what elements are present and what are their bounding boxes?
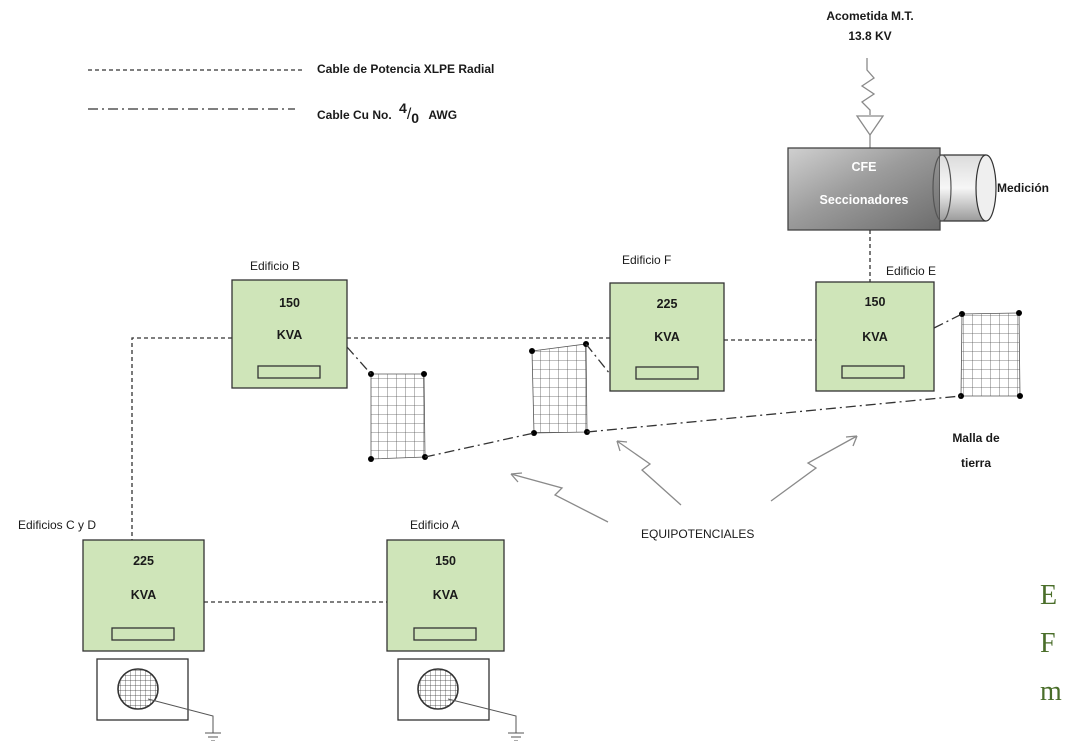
building-e-unit: KVA [862, 330, 888, 344]
ground-mesh-3 [958, 310, 1023, 399]
building-b-rating: 150 [279, 296, 300, 310]
building-f-unit: KVA [654, 330, 680, 344]
building-a-rating: 150 [435, 554, 456, 568]
building-cd-rating: 225 [133, 554, 154, 568]
incoming-supply-symbol [855, 58, 885, 148]
transformer-b [231, 279, 348, 389]
copper-gauge-numerator: 4 [399, 100, 407, 116]
copper-gauge-denominator: 0 [411, 110, 420, 126]
building-b-unit: KVA [276, 328, 303, 342]
building-cd-name: Edificios C y D [18, 518, 97, 532]
ground-mesh-1 [368, 371, 428, 462]
legend-copper-cable-label: Cable Cu No. 4/0 AWG [317, 100, 458, 126]
building-e-name: Edificio E [886, 264, 937, 278]
transformer-cd [82, 539, 205, 652]
copper-cable-text: Cable Cu No. [317, 108, 392, 122]
building-b-name: Edificio B [250, 259, 301, 273]
grounding-electrode-cd [96, 658, 221, 741]
ground-mesh-label-line1: Malla de [952, 431, 1000, 445]
building-f-name: Edificio F [622, 253, 672, 267]
cut-text-line1: E [1040, 580, 1058, 611]
seccionadores-label: Seccionadores [819, 193, 909, 207]
building-e-rating: 150 [864, 295, 886, 309]
grounding-electrode-a [397, 658, 524, 741]
transformer-a [386, 539, 505, 652]
equipotential-arrows [510, 435, 858, 523]
building-a-unit: KVA [432, 588, 459, 602]
ground-cables [346, 313, 963, 458]
cfe-label: CFE [851, 160, 877, 174]
copper-gauge-unit: AWG [428, 108, 458, 122]
equipotential-label: EQUIPOTENCIALES [641, 527, 755, 541]
cut-text-line2: F [1040, 628, 1056, 659]
building-cd-unit: KVA [130, 588, 157, 602]
supply-label-line1: Acometida M.T. [826, 9, 914, 23]
transformer-e [815, 281, 935, 392]
medicion-label: Medición [997, 181, 1050, 195]
metering-cylinder [932, 154, 997, 222]
legend-power-cable-label: Cable de Potencia XLPE Radial [317, 62, 495, 76]
transformer-f [609, 282, 725, 392]
cfe-switchgear-box [787, 147, 941, 231]
building-f-rating: 225 [656, 297, 678, 311]
ground-mesh-label-line2: tierra [960, 456, 992, 470]
cut-text-line3: m [1040, 676, 1062, 707]
supply-label-line2: 13.8 KV [848, 29, 892, 43]
building-a-name: Edificio A [410, 518, 460, 532]
power-cables [131, 337, 816, 603]
ground-mesh-2 [529, 341, 590, 436]
